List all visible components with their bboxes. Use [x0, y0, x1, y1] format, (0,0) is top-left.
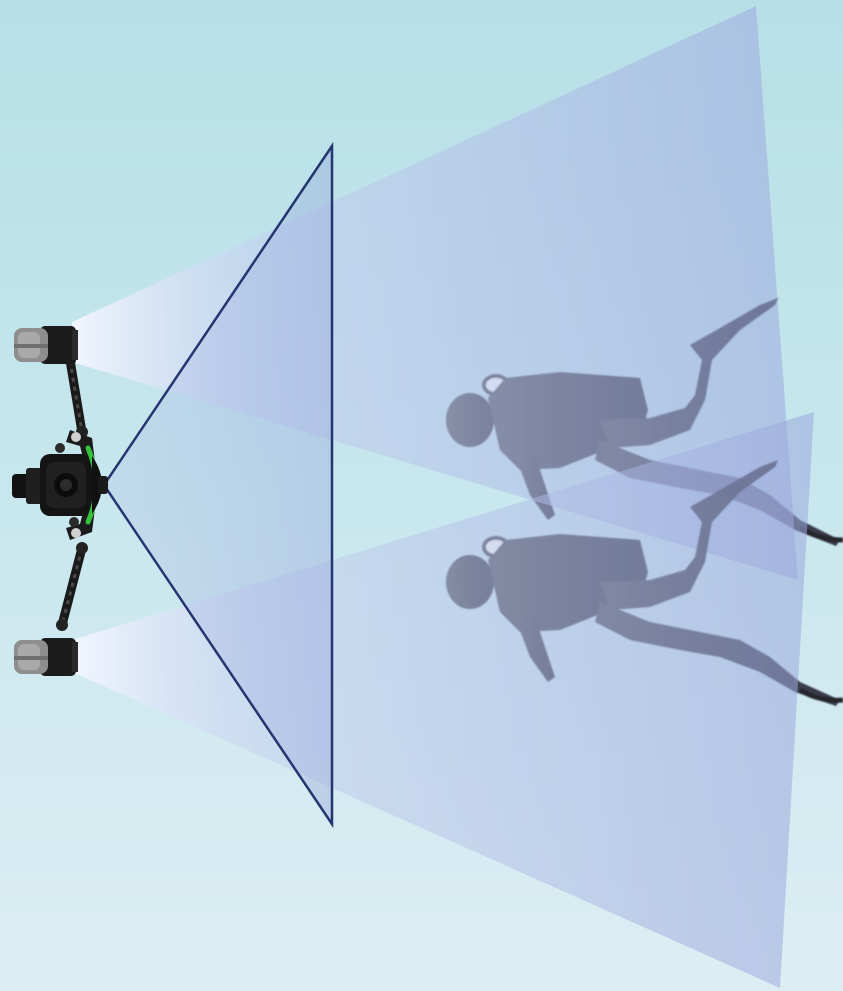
underwater-camera-rig [12, 430, 108, 540]
lower-strobe [14, 638, 78, 676]
upper-strobe [14, 326, 78, 364]
upper-strobe-arm [64, 354, 88, 438]
lower-strobe-arm [56, 542, 88, 631]
